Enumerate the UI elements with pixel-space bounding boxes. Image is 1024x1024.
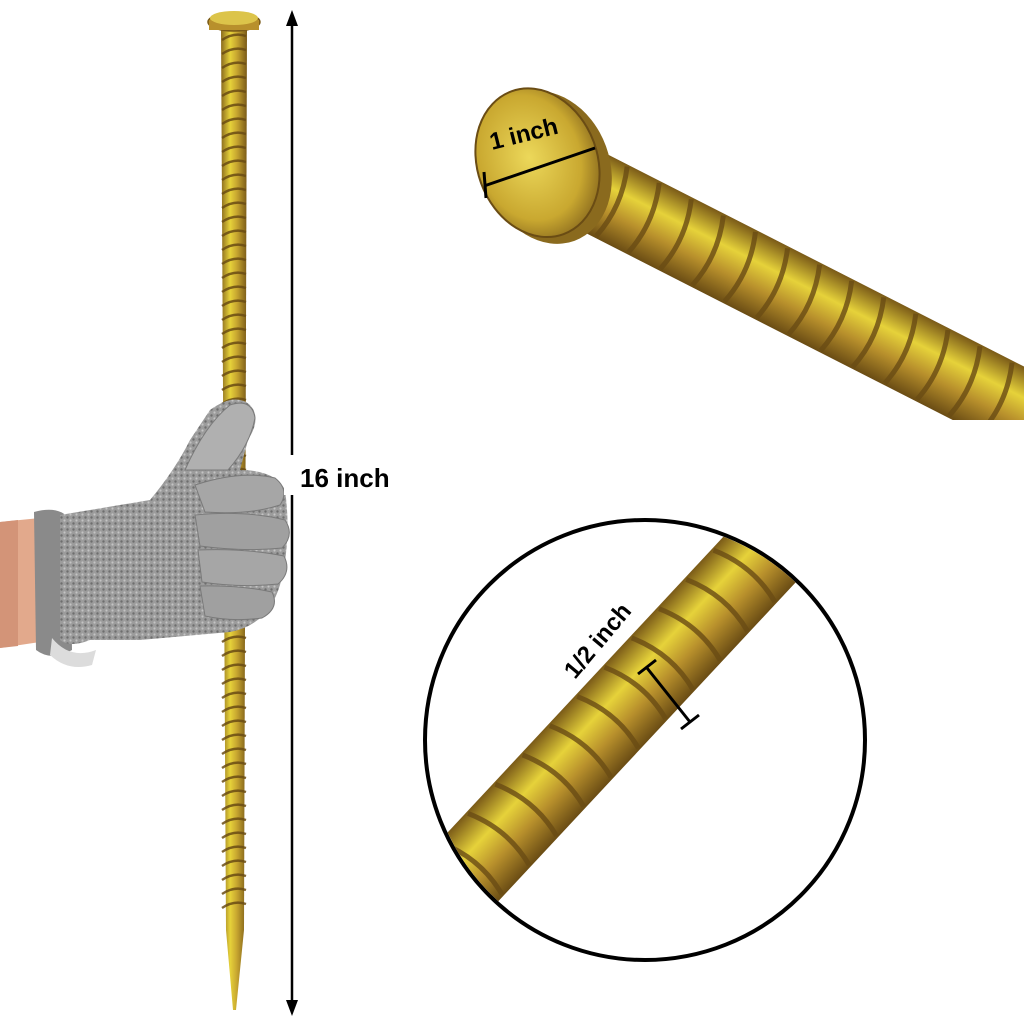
- head-closeup: [474, 87, 1024, 420]
- length-label: 16 inch: [300, 463, 390, 493]
- hand: [0, 399, 290, 668]
- length-dimension: [284, 10, 384, 1016]
- shank-closeup: [423, 518, 867, 962]
